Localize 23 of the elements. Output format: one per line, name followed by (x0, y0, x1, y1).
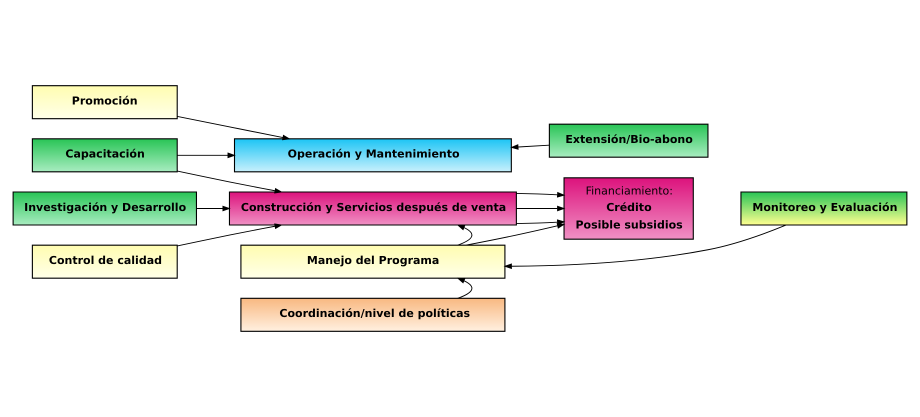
node-box: Extensión/Bio-abono (548, 124, 708, 158)
node-box: Control de calidad (32, 244, 178, 279)
arrow (176, 116, 291, 140)
node-box: Capacitación (32, 138, 178, 172)
arrow (466, 223, 566, 246)
arrow (176, 170, 283, 194)
arrow (504, 224, 786, 270)
arrow (196, 206, 231, 212)
node-box: Construcción y Servicios después de venta (228, 191, 517, 226)
node-box: Financiamiento: Crédito Posible subsidios (564, 177, 694, 240)
arrow (516, 192, 566, 198)
node-box: Operación y Mantenimiento (234, 138, 512, 172)
arrow (176, 223, 283, 246)
arrow (456, 278, 472, 299)
arrow (456, 224, 472, 246)
arrow (176, 152, 236, 158)
arrow (510, 144, 550, 150)
node-box: Promoción (32, 85, 178, 120)
arrow (516, 206, 566, 212)
node-box: Monitoreo y Evaluación (740, 191, 908, 226)
node-box: Manejo del Programa (240, 244, 506, 279)
node-box: Coordinación/nivel de políticas (240, 298, 506, 332)
node-box: Investigación y Desarrollo (12, 191, 198, 226)
